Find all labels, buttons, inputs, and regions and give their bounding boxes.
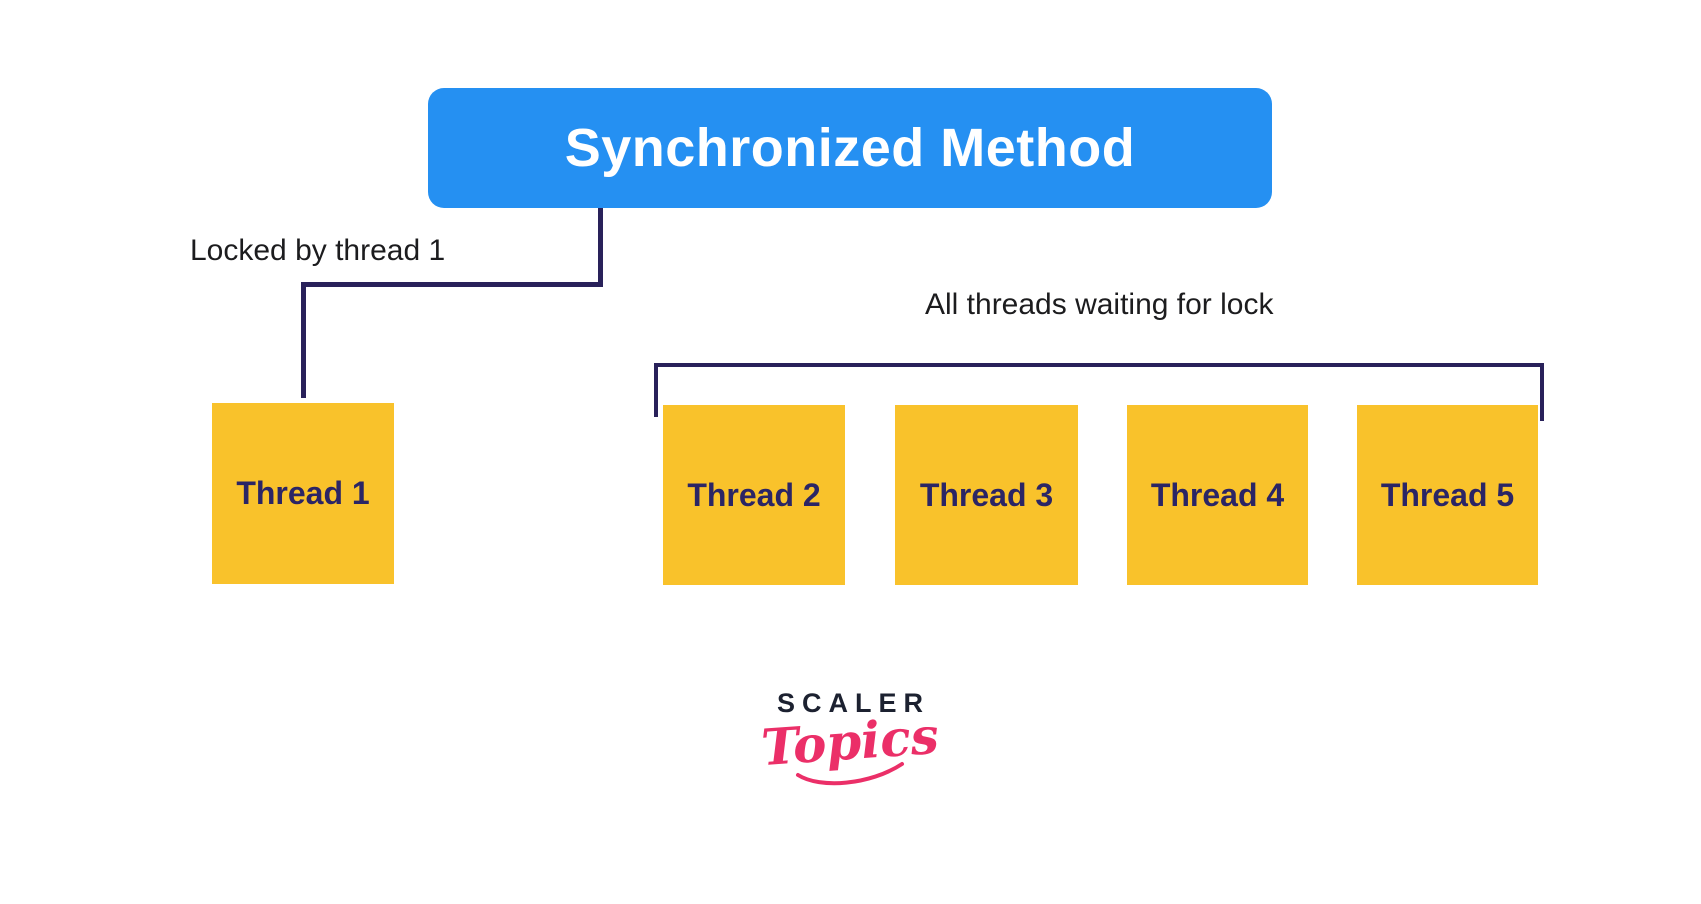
thread-1-label: Thread 1 xyxy=(236,475,370,511)
logo-product-text: Topics xyxy=(759,705,941,778)
waiting-bracket-top-line xyxy=(654,363,1544,367)
thread-4-label: Thread 4 xyxy=(1150,476,1285,513)
logo-brand-text: SCALER xyxy=(776,688,930,718)
thread-2-label: Thread 2 xyxy=(687,476,821,513)
waiting-bracket-left-tick xyxy=(654,363,658,417)
locked-by-thread1-label: Locked by thread 1 xyxy=(190,234,446,267)
waiting-bracket-right-tick xyxy=(1540,363,1544,421)
thread-2-box: Thread 2 xyxy=(663,405,845,585)
logo-flourish-swash xyxy=(796,762,904,786)
thread-3-label: Thread 3 xyxy=(919,476,1054,513)
thread-4-box: Thread 4 xyxy=(1127,405,1308,585)
thread-5-label: Thread 5 xyxy=(1380,476,1515,513)
thread-5-box: Thread 5 xyxy=(1357,405,1538,585)
thread-3-box: Thread 3 xyxy=(895,405,1078,585)
synchronized-method-box: Synchronized Method xyxy=(428,88,1272,208)
waiting-threads-label: All threads waiting for lock xyxy=(925,288,1274,321)
diagram-title: Synchronized Method xyxy=(564,118,1136,178)
thread-1-box: Thread 1 xyxy=(212,403,394,584)
connector-thread1-drop-line xyxy=(301,282,306,398)
scaler-topics-logo: SCALER Topics xyxy=(735,688,965,787)
connector-title-drop-line xyxy=(598,208,603,287)
connector-horizontal-line xyxy=(301,282,603,287)
